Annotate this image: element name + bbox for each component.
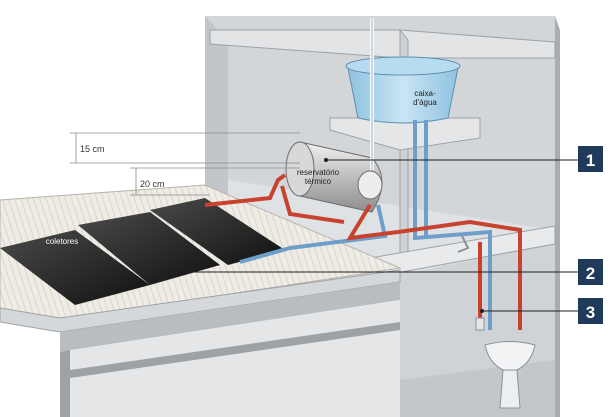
reservoir-end-cap <box>357 170 383 200</box>
cold-pipe <box>239 204 388 264</box>
collector-panel <box>0 230 150 305</box>
callout-number: 3 <box>586 303 595 322</box>
cold-pipe <box>413 120 492 330</box>
hot-pipe <box>280 185 345 224</box>
beam-line <box>70 322 400 378</box>
sink-pedestal <box>499 369 521 409</box>
callout-leaders <box>175 159 578 312</box>
collector-panel <box>78 212 220 285</box>
front-wall <box>60 350 70 417</box>
label-line: caixa- <box>414 89 436 98</box>
hot-pipe <box>346 203 522 330</box>
collector-panel <box>150 198 285 265</box>
collectors-label: coletores <box>46 237 78 246</box>
roof-parapet-front <box>60 282 400 352</box>
callout-box-3 <box>578 298 603 324</box>
tank-shelf <box>329 117 481 151</box>
sink-basin <box>484 341 536 373</box>
dimension-20cm: 20 cm <box>140 179 165 189</box>
label-line: d'água <box>413 98 437 107</box>
dimension-15cm: 15 cm <box>80 144 105 154</box>
tank-body <box>347 67 459 124</box>
callout-box-1 <box>578 146 603 172</box>
right-wall <box>555 16 560 417</box>
faucet <box>475 317 485 331</box>
wall-lower <box>70 300 400 417</box>
reservoir-end-cap <box>285 141 315 197</box>
hot-pipe <box>204 173 287 207</box>
tank-label: caixa-d'água <box>413 89 437 107</box>
callout-number: 1 <box>586 151 595 170</box>
label-line: reservatório <box>297 168 340 177</box>
dimension-lines <box>70 132 300 196</box>
shower-head <box>457 235 470 253</box>
attic-side-wall <box>205 16 228 230</box>
callout-number: 2 <box>586 264 595 283</box>
tank-lid <box>345 56 461 76</box>
callout-box-2 <box>578 259 603 285</box>
label-line: térmico <box>305 177 332 186</box>
